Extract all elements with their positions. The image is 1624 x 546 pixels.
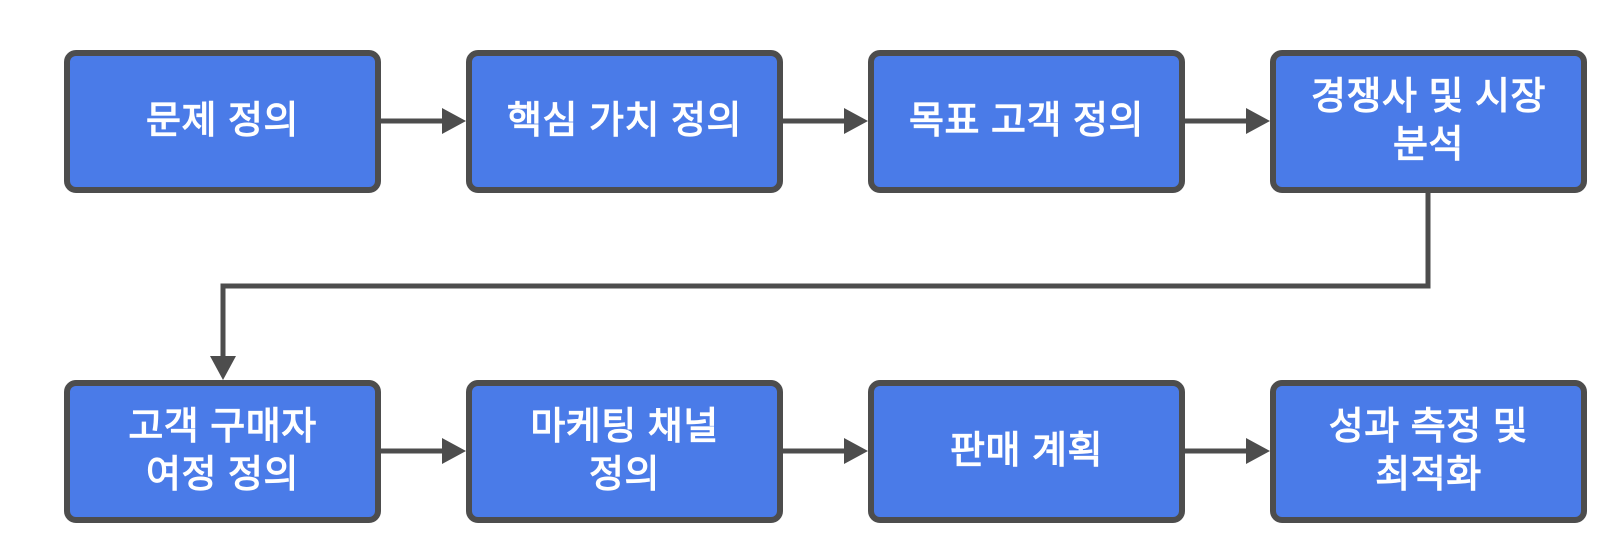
arrowhead-icon bbox=[442, 108, 466, 134]
arrowhead-icon bbox=[210, 356, 236, 380]
arrowhead-icon bbox=[442, 438, 466, 464]
node-core-value-definition: 핵심 가치 정의 bbox=[466, 50, 783, 193]
arrowhead-icon bbox=[844, 438, 868, 464]
node-customer-buyer-journey-definition: 고객 구매자 여정 정의 bbox=[64, 380, 381, 523]
edge-target-customer-to-competitor-analysis bbox=[1185, 108, 1270, 134]
edge-line bbox=[220, 193, 1431, 356]
edge-buyer-journey-to-marketing-channel bbox=[381, 438, 466, 464]
node-sales-plan: 판매 계획 bbox=[868, 380, 1185, 523]
edge-marketing-channel-to-sales-plan bbox=[783, 438, 868, 464]
arrowhead-icon bbox=[1246, 438, 1270, 464]
edge-problem-to-core-value bbox=[381, 108, 466, 134]
arrowhead-icon bbox=[1246, 108, 1270, 134]
edge-sales-plan-to-performance bbox=[1185, 438, 1270, 464]
node-problem-definition: 문제 정의 bbox=[64, 50, 381, 193]
node-marketing-channel-definition: 마케팅 채널 정의 bbox=[466, 380, 783, 523]
edge-competitor-analysis-to-buyer-journey bbox=[210, 193, 1431, 380]
edge-core-value-to-target-customer bbox=[783, 108, 868, 134]
node-competitor-market-analysis: 경쟁사 및 시장 분석 bbox=[1270, 50, 1587, 193]
node-performance-measurement-optimization: 성과 측정 및 최적화 bbox=[1270, 380, 1587, 523]
node-target-customer-definition: 목표 고객 정의 bbox=[868, 50, 1185, 193]
arrowhead-icon bbox=[844, 108, 868, 134]
